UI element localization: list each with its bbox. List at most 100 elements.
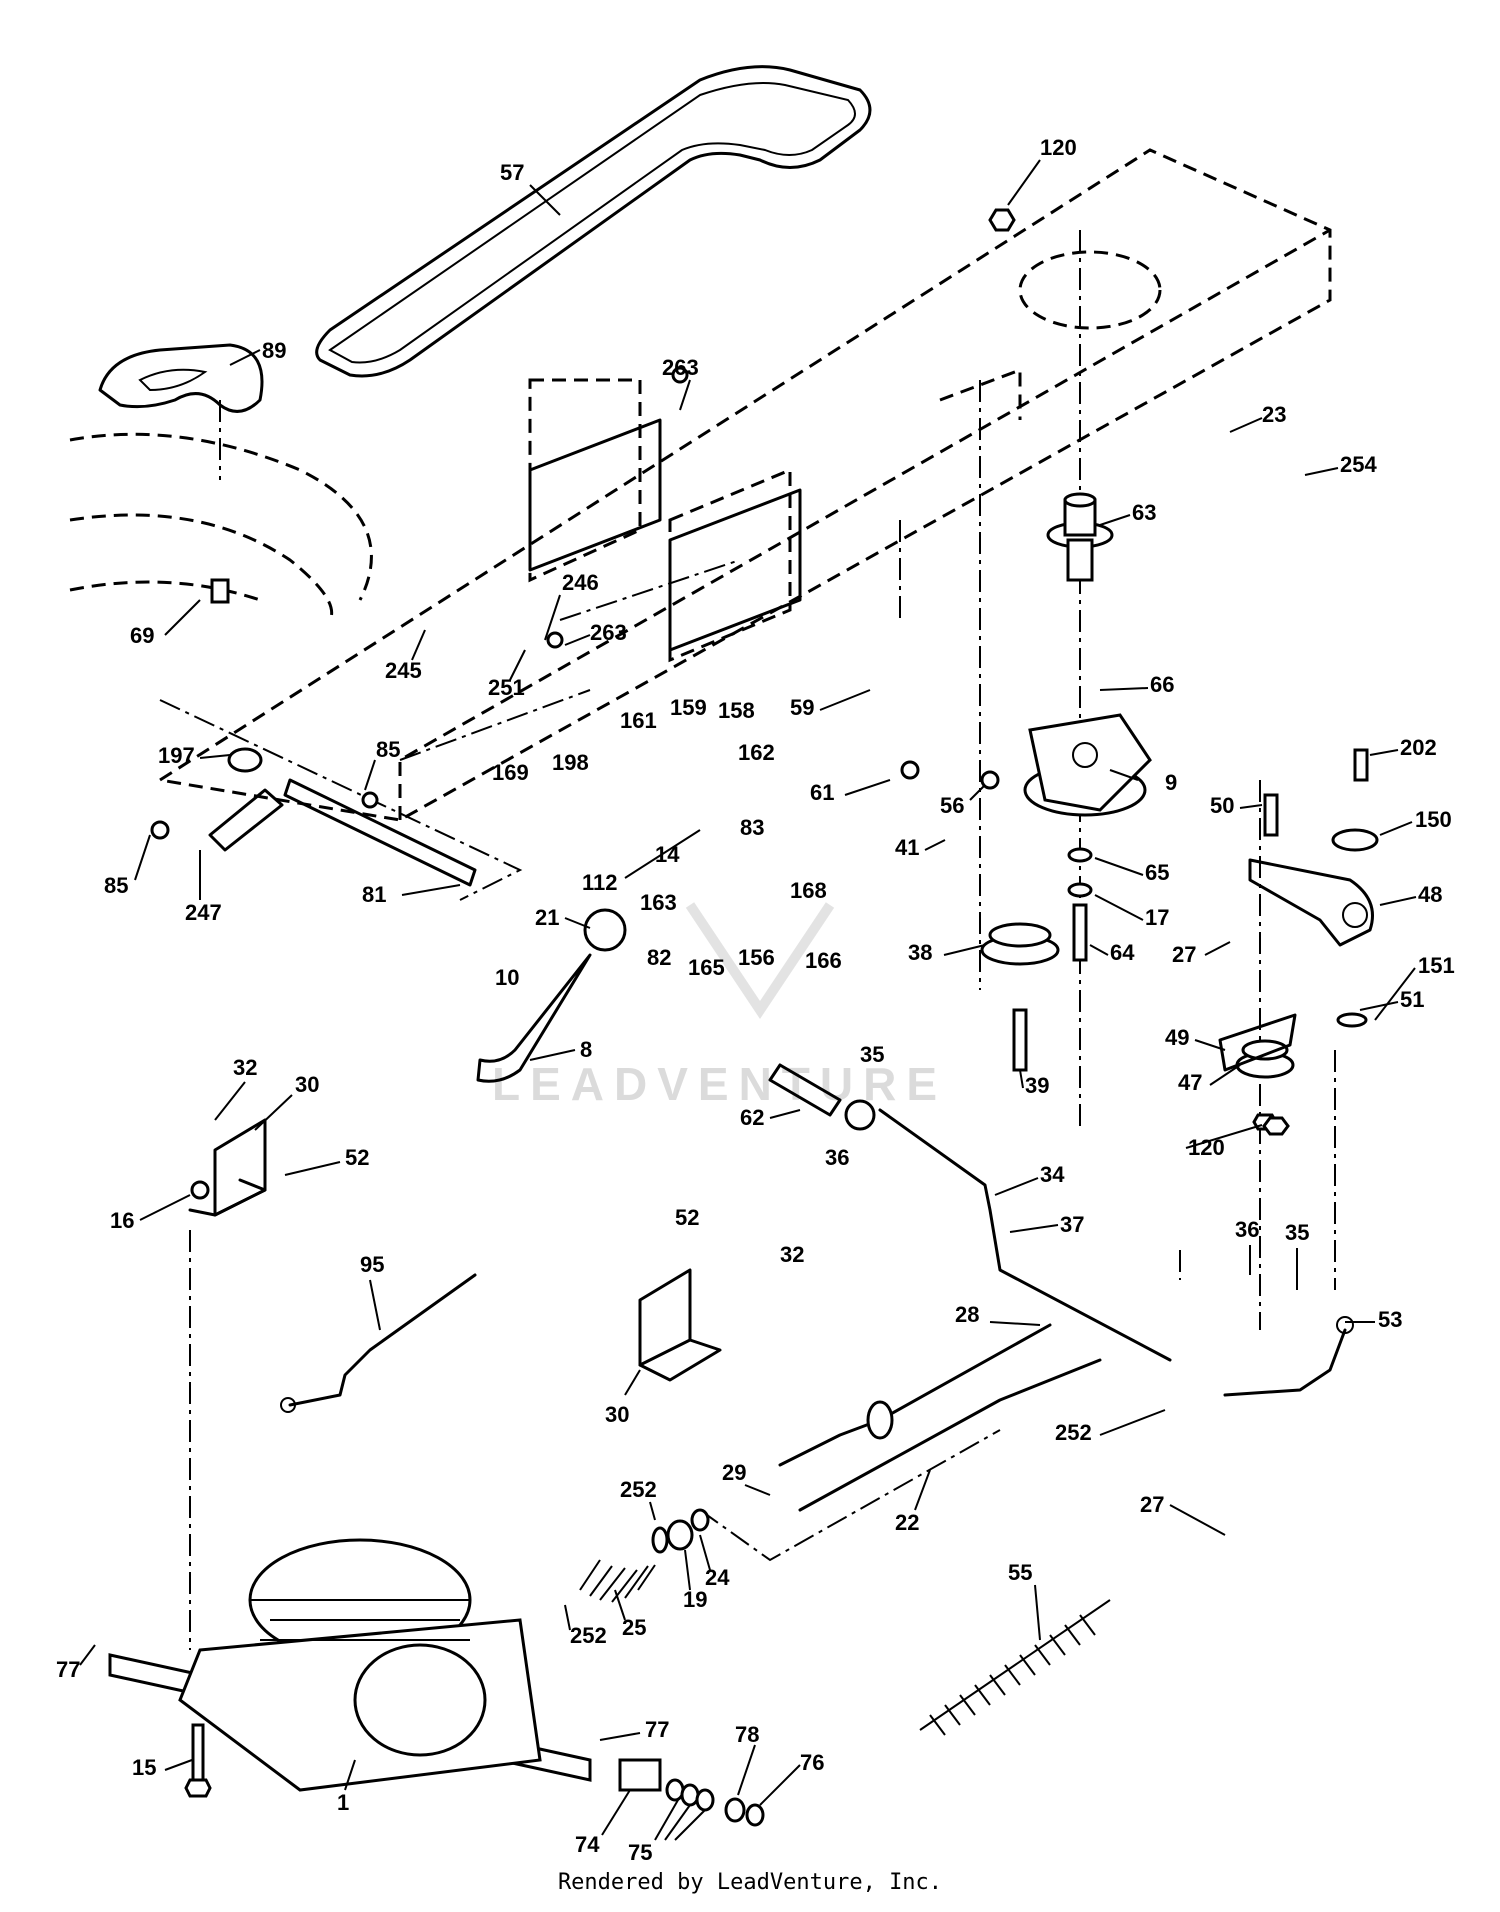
callout-252: 252 xyxy=(1055,1420,1092,1445)
callout-166: 166 xyxy=(805,948,842,973)
callout-27: 27 xyxy=(1172,942,1196,967)
callout-59: 59 xyxy=(790,695,814,720)
callout-197: 197 xyxy=(158,743,195,768)
callout-252-c: 252 xyxy=(570,1623,607,1648)
footer-credit: Rendered by LeadVenture, Inc. xyxy=(557,1870,943,1895)
callout-39: 39 xyxy=(1025,1073,1049,1098)
callout-198: 198 xyxy=(552,750,589,775)
callout-158: 158 xyxy=(718,698,755,723)
callout-29: 29 xyxy=(722,1460,746,1485)
callout-8: 8 xyxy=(580,1037,592,1062)
callout-35: 35 xyxy=(860,1042,884,1067)
drive-belt xyxy=(315,65,872,378)
callout-15: 15 xyxy=(132,1755,156,1780)
callout-120: 120 xyxy=(1040,135,1077,160)
callout-16: 16 xyxy=(110,1208,134,1233)
callout-61: 61 xyxy=(810,780,834,805)
callout-254: 254 xyxy=(1340,452,1377,477)
shift-lever xyxy=(476,953,592,1083)
pedal-shaft xyxy=(208,747,627,952)
callout-112: 112 xyxy=(582,870,618,895)
callout-32-b: 32 xyxy=(780,1242,804,1267)
callout-19: 19 xyxy=(683,1587,707,1612)
callout-162: 162 xyxy=(738,740,775,765)
callout-82: 82 xyxy=(647,945,671,970)
callout-251: 251 xyxy=(488,675,525,700)
callout-10: 10 xyxy=(495,965,519,990)
callout-151: 151 xyxy=(1418,953,1455,978)
callout-35-b: 35 xyxy=(1285,1220,1309,1245)
callout-65: 65 xyxy=(1145,860,1169,885)
callout-89: 89 xyxy=(262,338,286,363)
callout-51: 51 xyxy=(1400,987,1424,1012)
spring-hardware xyxy=(651,1508,710,1554)
callout-77-b: 77 xyxy=(645,1717,669,1742)
callout-38: 38 xyxy=(908,940,932,965)
callout-57: 57 xyxy=(500,160,524,185)
callout-161: 161 xyxy=(620,708,657,733)
callout-252-b: 252 xyxy=(620,1477,657,1502)
cross-shaft xyxy=(768,1063,1172,1362)
callout-52-b: 52 xyxy=(675,1205,699,1230)
callout-163: 163 xyxy=(640,890,677,915)
electric-pto-clutch xyxy=(1023,713,1152,817)
linkage-rods xyxy=(778,1323,1102,1512)
callout-83: 83 xyxy=(740,815,764,840)
bracket-left xyxy=(188,1118,267,1217)
callout-81: 81 xyxy=(362,882,386,907)
callout-159: 159 xyxy=(670,695,707,720)
callout-22: 22 xyxy=(895,1510,919,1535)
leader-lines xyxy=(79,159,1417,1841)
callout-245: 245 xyxy=(385,658,422,683)
callout-202: 202 xyxy=(1400,735,1437,760)
engine-pulley xyxy=(1046,492,1114,582)
callout-247: 247 xyxy=(185,900,222,925)
callout-85: 85 xyxy=(376,737,400,762)
callout-62: 62 xyxy=(740,1105,764,1130)
callout-36-b: 36 xyxy=(1235,1217,1259,1242)
callout-55: 55 xyxy=(1008,1560,1032,1585)
callout-169: 169 xyxy=(492,760,529,785)
clutch-washers xyxy=(1067,847,1093,962)
callout-48: 48 xyxy=(1418,882,1442,907)
leadventure-watermark: LEADVENTURE xyxy=(492,902,937,1110)
callout-30: 30 xyxy=(295,1072,319,1097)
callout-64: 64 xyxy=(1110,940,1135,965)
control-rod xyxy=(280,1273,477,1413)
callout-17: 17 xyxy=(1145,905,1169,930)
callout-263-b: 263 xyxy=(590,620,627,645)
callout-165: 165 xyxy=(688,955,725,980)
callout-56: 56 xyxy=(940,793,964,818)
callout-76: 76 xyxy=(800,1750,824,1775)
callout-95: 95 xyxy=(360,1252,384,1277)
callout-37: 37 xyxy=(1060,1212,1084,1237)
callout-41: 41 xyxy=(895,835,919,860)
callout-63: 63 xyxy=(1132,500,1156,525)
callout-49: 49 xyxy=(1165,1025,1189,1050)
callout-246: 246 xyxy=(562,570,599,595)
bolt-15 xyxy=(184,1723,212,1798)
callout-69: 69 xyxy=(130,623,154,648)
callout-50: 50 xyxy=(1210,793,1234,818)
seat-cover xyxy=(98,343,264,413)
callout-23: 23 xyxy=(1262,402,1286,427)
callout-21: 21 xyxy=(535,905,559,930)
callout-66: 66 xyxy=(1150,672,1174,697)
callout-28: 28 xyxy=(955,1302,979,1327)
pulley-38 xyxy=(980,922,1060,1072)
callout-78: 78 xyxy=(735,1722,759,1747)
callout-77: 77 xyxy=(56,1657,80,1682)
callout-85-b: 85 xyxy=(104,873,128,898)
callout-168: 168 xyxy=(790,878,827,903)
callout-53: 53 xyxy=(1378,1307,1402,1332)
callout-263: 263 xyxy=(662,355,699,380)
callout-labels: 57 120 89 263 23 254 63 246 263 245 69 2… xyxy=(56,135,1455,1865)
callout-75: 75 xyxy=(628,1840,652,1865)
callout-36: 36 xyxy=(825,1145,849,1170)
callout-30-b: 30 xyxy=(605,1402,629,1427)
compression-spring xyxy=(579,1559,656,1603)
callout-150: 150 xyxy=(1415,807,1452,832)
callout-34: 34 xyxy=(1040,1162,1065,1187)
callout-9: 9 xyxy=(1165,770,1177,795)
